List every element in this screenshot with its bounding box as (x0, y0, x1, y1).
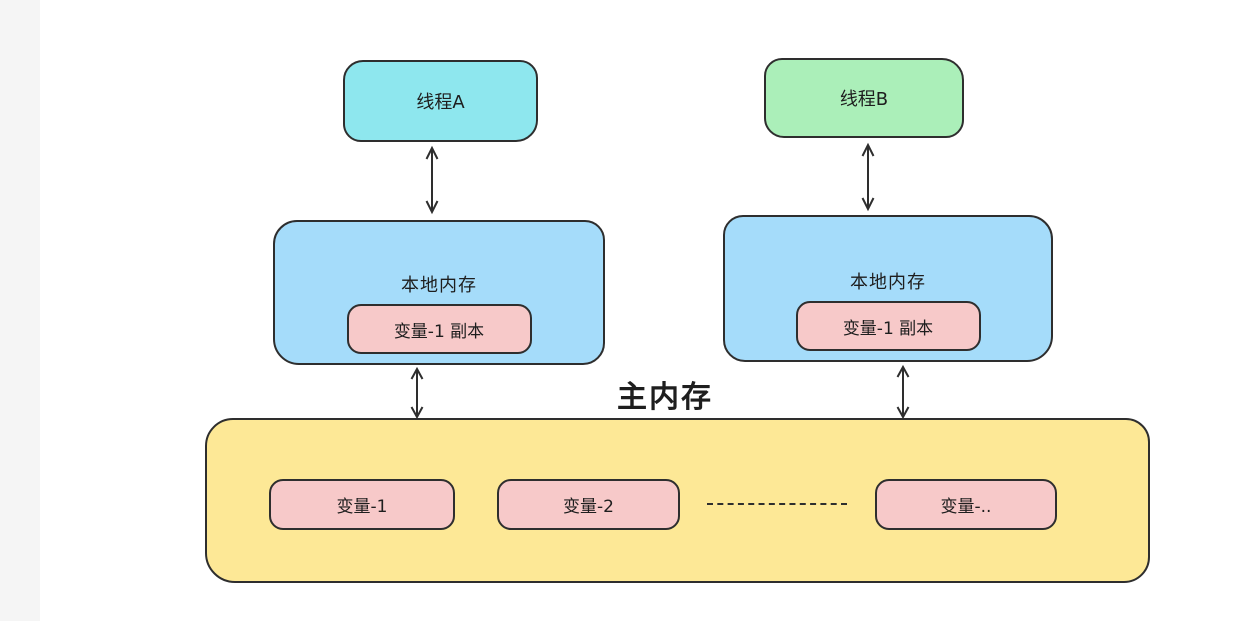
arrow-thread-b-local-memory-b (858, 142, 878, 212)
node-thread-b: 线程B (764, 58, 964, 138)
arrow-thread-a-local-memory-a (422, 145, 442, 215)
main-variable-2: 变量-2 (497, 479, 680, 530)
node-local-memory-b: 本地内存 变量-1 副本 (723, 215, 1053, 362)
thread-b-label: 线程B (839, 89, 889, 110)
local-memory-a-label: 本地内存 (401, 275, 477, 296)
double-arrow-icon (896, 364, 910, 420)
variable-copy-a-label: 变量-1 副本 (393, 321, 485, 342)
node-thread-a: 线程A (343, 60, 538, 142)
variable-copy-b-label: 变量-1 副本 (842, 318, 934, 339)
variable-copy-b: 变量-1 副本 (795, 301, 981, 351)
page-margin-strip (0, 0, 40, 621)
local-memory-b-label: 本地内存 (850, 272, 926, 293)
main-variable-1: 变量-1 (269, 479, 455, 530)
node-local-memory-a: 本地内存 变量-1 副本 (273, 220, 605, 365)
variable-copy-a: 变量-1 副本 (346, 304, 532, 354)
double-arrow-icon (861, 142, 875, 212)
thread-a-label: 线程A (416, 92, 465, 113)
main-memory-title: 主内存 (617, 380, 713, 415)
double-arrow-icon (425, 145, 439, 215)
arrow-local-memory-b-main-memory (893, 364, 913, 420)
arrow-local-memory-a-main-memory (407, 366, 427, 420)
ellipsis-dashed-line (707, 503, 847, 505)
main-variable-2-label: 变量-2 (563, 497, 614, 517)
main-variable-1-label: 变量-1 (336, 497, 388, 517)
double-arrow-icon (410, 366, 424, 420)
main-variable-n: 变量-.. (875, 479, 1057, 530)
node-main-memory: 变量-1 变量-2 变量-.. (205, 418, 1150, 583)
main-variable-n-label: 变量-.. (940, 497, 992, 517)
